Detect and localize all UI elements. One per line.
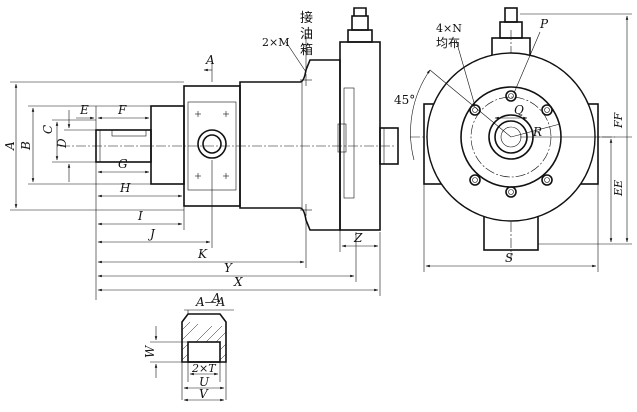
dim-D-label: D [55, 138, 69, 149]
oil-port-label: 接 油 箱 [300, 10, 313, 58]
oil-port-char-1: 接 [300, 10, 313, 26]
oil-port-char-2: 油 [300, 27, 313, 42]
dim-Z-label: Z [353, 231, 363, 245]
dim-J-label: J [147, 227, 156, 241]
section-labels: A—A A W 2×T U V [143, 291, 226, 401]
side-view [60, 7, 399, 231]
dim-A-label: A [3, 141, 17, 151]
dim-K-label: K [197, 247, 208, 261]
dim-V-label: V [199, 387, 209, 401]
front-dim-labels: S EE FF P Q R 4×N 均布 45° [394, 17, 625, 265]
dim-W-label: W [143, 344, 157, 358]
front-dimensions [410, 13, 632, 272]
section-marker-label: A [205, 53, 215, 67]
section-marker-A: A [211, 291, 221, 305]
section-view [181, 310, 227, 363]
dim-U-label: U [199, 375, 210, 389]
holes-count-label: 4×N [436, 22, 462, 35]
dim-B-label: B [19, 141, 33, 151]
section-dimensions [150, 309, 234, 402]
dim-I-label: I [137, 209, 143, 223]
dim-Q-label: Q [514, 103, 524, 117]
dim-S-label: S [505, 251, 513, 265]
oil-port-char-3: 箱 [300, 42, 313, 58]
dim-C-label: C [41, 125, 55, 134]
side-dim-labels: A B C D E F G H I J K Y X Z A 2×M [3, 36, 363, 289]
angle-label: 45° [394, 93, 415, 107]
dim-G-label: G [118, 157, 128, 171]
dim-E-label: E [79, 103, 89, 117]
dim-Y-label: Y [224, 261, 233, 275]
evenly-spaced-label: 均布 [436, 36, 460, 50]
bolt-holes-label: 2×M [262, 36, 289, 49]
dim-T-label: 2×T [191, 362, 217, 375]
dim-F-label: F [117, 103, 127, 117]
dim-FF-label: FF [612, 112, 625, 129]
dim-R-label: R [532, 125, 542, 139]
dim-EE-label: EE [612, 180, 625, 197]
dim-X-label: X [233, 275, 243, 289]
section-title: A—A [195, 295, 226, 309]
side-dimensions [10, 36, 381, 300]
dim-P-label: P [539, 17, 549, 31]
dim-H-label: H [119, 181, 131, 195]
